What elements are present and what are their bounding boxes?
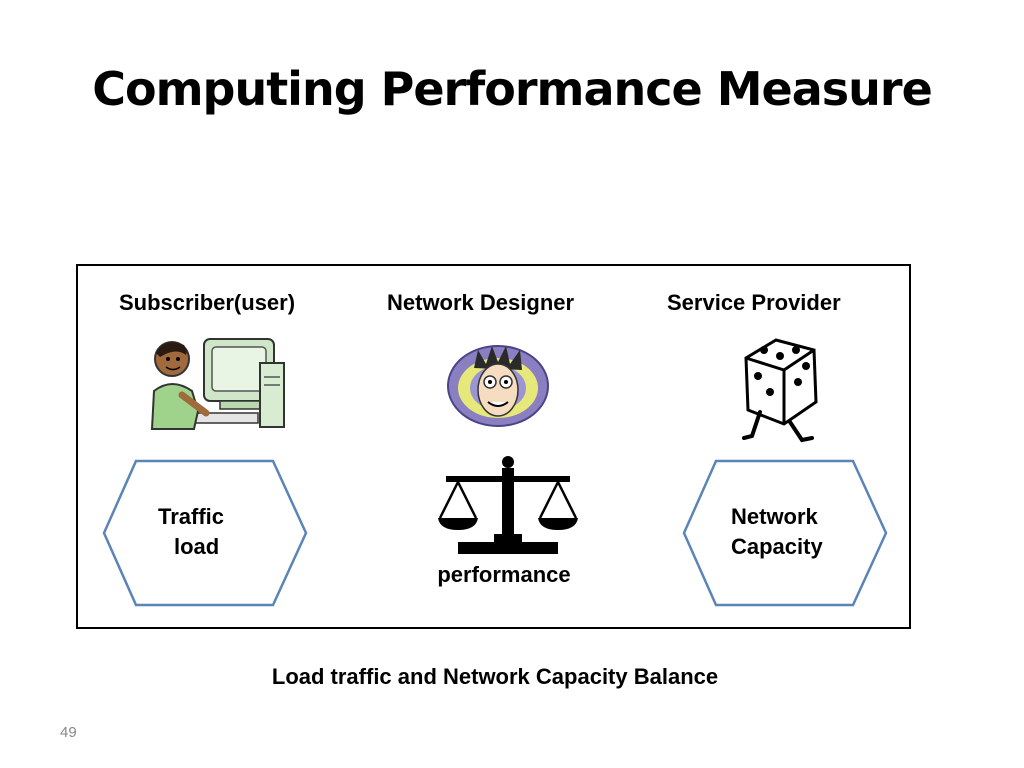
balance-scale-icon [438,456,578,554]
traffic-load-line1: Traffic [158,504,225,529]
user-at-computer-icon [150,338,285,430]
traffic-load-hexagon [102,459,308,607]
network-capacity-line2: Capacity [731,534,823,559]
diagram-caption: Load traffic and Network Capacity Balanc… [271,664,719,689]
performance-label: performance [437,562,571,587]
role-subscriber: Subscriber(user) [119,290,296,315]
service-provider-dice-icon [742,338,818,443]
role-service-provider: Service Provider [667,290,841,315]
role-network-designer: Network Designer [387,290,575,315]
slide-title: Computing Performance Measure [92,62,933,116]
traffic-load-line2: load [174,534,220,559]
network-capacity-line1: Network [731,504,818,529]
page-number: 49 [60,724,77,741]
network-capacity-hexagon [682,459,888,607]
network-designer-face-icon [447,345,549,427]
traffic-load-label: Traffic load [158,502,224,562]
network-capacity-label: Network Capacity [731,502,823,562]
